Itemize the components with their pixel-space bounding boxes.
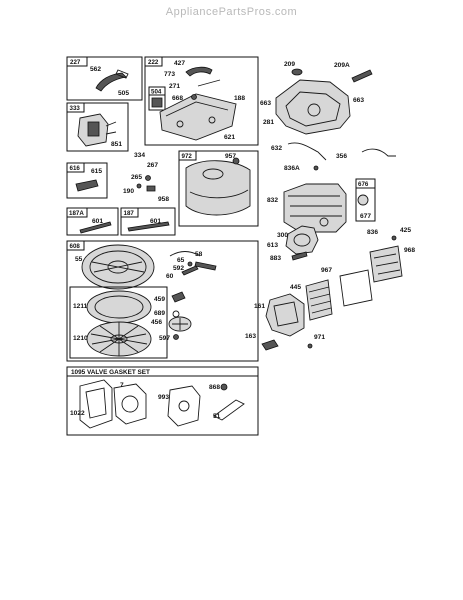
callout-456: 456: [151, 319, 162, 326]
callout-613: 613: [267, 242, 278, 249]
callout-968: 968: [404, 247, 415, 254]
callout-832: 832: [267, 197, 278, 204]
box-1095-valve-gasket-set: 1095 VALVE GASKET SET 1022 7 993 868 51: [66, 366, 259, 436]
callout-265: 265: [131, 174, 142, 181]
callout-601b: 601: [150, 218, 161, 225]
callout-459: 459: [154, 296, 165, 303]
part-504-shape: [151, 97, 163, 108]
box-333: 333 851: [66, 102, 129, 152]
callout-281: 281: [263, 119, 274, 126]
site-watermark: AppliancePartsPros.com: [165, 6, 298, 18]
callout-689: 689: [154, 310, 165, 317]
box-608-rewind-starter: 608 55 58 65 592 60 1211 1210 459 689 45…: [66, 240, 259, 362]
gasket-993-shape: [167, 385, 201, 427]
box-227: 227 562 505: [66, 56, 143, 101]
box-label-333: 333: [70, 105, 81, 112]
box-label-676: 676: [358, 181, 369, 188]
callout-427: 427: [174, 60, 185, 67]
callout-851: 851: [111, 141, 122, 148]
air-cleaner-base-shape: [285, 225, 319, 255]
box-label-187a: 187A: [69, 210, 84, 217]
part-967-shape: [339, 269, 373, 307]
callout-993: 993: [158, 394, 169, 401]
callout-971: 971: [314, 334, 325, 341]
box-676: 676 677: [355, 178, 376, 222]
callout-668: 668: [172, 95, 183, 102]
callout-663a: 663: [260, 100, 271, 107]
callout-1211: 1211: [73, 303, 88, 310]
box-label-972: 972: [182, 153, 193, 160]
box-label-608: 608: [70, 243, 81, 250]
callout-267: 267: [147, 162, 158, 169]
box-187: 187 601: [120, 207, 176, 236]
box-972: 972 957: [178, 150, 259, 227]
callout-161: 161: [254, 303, 265, 310]
box-label-504: 504: [151, 89, 162, 96]
callout-957: 957: [225, 153, 236, 160]
callout-868: 868: [209, 384, 220, 391]
part-676-shape: [357, 194, 369, 206]
callout-836: 836: [367, 229, 378, 236]
callout-425: 425: [400, 227, 411, 234]
box-label-222: 222: [148, 59, 159, 66]
callout-356: 356: [336, 153, 347, 160]
box-label-227: 227: [70, 59, 81, 66]
callout-615: 615: [91, 168, 102, 175]
callout-883: 883: [270, 255, 281, 262]
callout-209: 209: [284, 61, 295, 68]
callout-334: 334: [134, 152, 145, 159]
box-187a: 187A 601: [66, 207, 119, 236]
gasket-51-shape: [213, 399, 245, 421]
callout-65: 65: [177, 257, 185, 264]
callout-773: 773: [164, 71, 175, 78]
callout-836a: 836A: [284, 165, 300, 172]
box-label-187: 187: [124, 210, 135, 217]
callout-592: 592: [173, 265, 184, 272]
callout-677: 677: [360, 213, 371, 220]
callout-621: 621: [224, 134, 235, 141]
callout-967: 967: [321, 267, 332, 274]
callout-58: 58: [195, 251, 203, 258]
callout-505: 505: [118, 90, 129, 97]
callout-597: 597: [159, 335, 170, 342]
callout-209a: 209A: [334, 62, 350, 69]
callout-601a: 601: [92, 218, 103, 225]
callout-51: 51: [213, 413, 221, 420]
callout-7: 7: [120, 382, 124, 389]
callout-60: 60: [166, 273, 174, 280]
part-562-shape: [95, 72, 127, 92]
callout-958: 958: [158, 196, 169, 203]
callout-300: 300: [277, 232, 288, 239]
callout-163: 163: [245, 333, 256, 340]
box-label-616: 616: [70, 165, 81, 172]
box-616: 616 615: [66, 162, 108, 199]
callout-188: 188: [234, 95, 245, 102]
callout-1210: 1210: [73, 335, 88, 342]
callout-445: 445: [290, 284, 301, 291]
callout-1022: 1022: [70, 410, 85, 417]
callout-190: 190: [123, 188, 134, 195]
box-label-1095: 1095 VALVE GASKET SET: [71, 369, 150, 376]
callout-55: 55: [75, 256, 83, 263]
callout-271: 271: [169, 83, 180, 90]
air-filter-shape: [305, 279, 333, 321]
intake-elbow-shape: [265, 293, 305, 337]
gasket-1022-shape: [79, 379, 113, 429]
part-615-shape: [75, 179, 99, 192]
callout-663b: 663: [353, 97, 364, 104]
box-222: 222 504 427 773 271 668 188 621: [144, 56, 259, 146]
callout-562: 562: [90, 66, 101, 73]
gasket-7-shape: [113, 383, 147, 425]
control-bracket-shape: [159, 93, 237, 141]
muffler-shape: [283, 183, 347, 233]
callout-632: 632: [271, 145, 282, 152]
fuel-tank-shape: [185, 160, 251, 216]
